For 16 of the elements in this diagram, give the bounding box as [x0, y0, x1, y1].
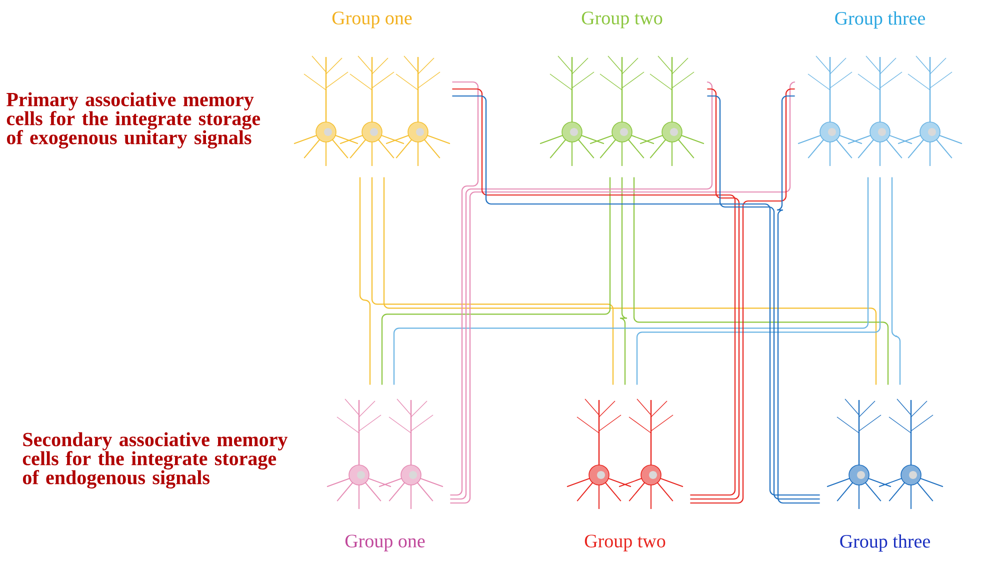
axon-line	[619, 177, 628, 385]
group-label: Group three	[840, 534, 930, 552]
group-label: Group three	[835, 11, 925, 29]
axon-line	[776, 95, 820, 504]
axon-line	[707, 95, 820, 500]
axon-line	[891, 177, 901, 385]
group-label: Group two	[582, 12, 662, 28]
axon-line	[359, 177, 371, 385]
group-label: Group one	[345, 534, 425, 552]
group-label: Group one	[332, 12, 412, 28]
axon-line	[690, 88, 740, 500]
side-label: Primary associative memory cells for the integrate storage of exogenous unitary signals	[6, 92, 260, 148]
side-label: Secondary associative memory cells for the integrate storage of endogenous signals	[22, 432, 288, 488]
group-label: Group two	[584, 534, 666, 552]
axon-line	[450, 81, 479, 496]
axon-line	[690, 88, 795, 504]
